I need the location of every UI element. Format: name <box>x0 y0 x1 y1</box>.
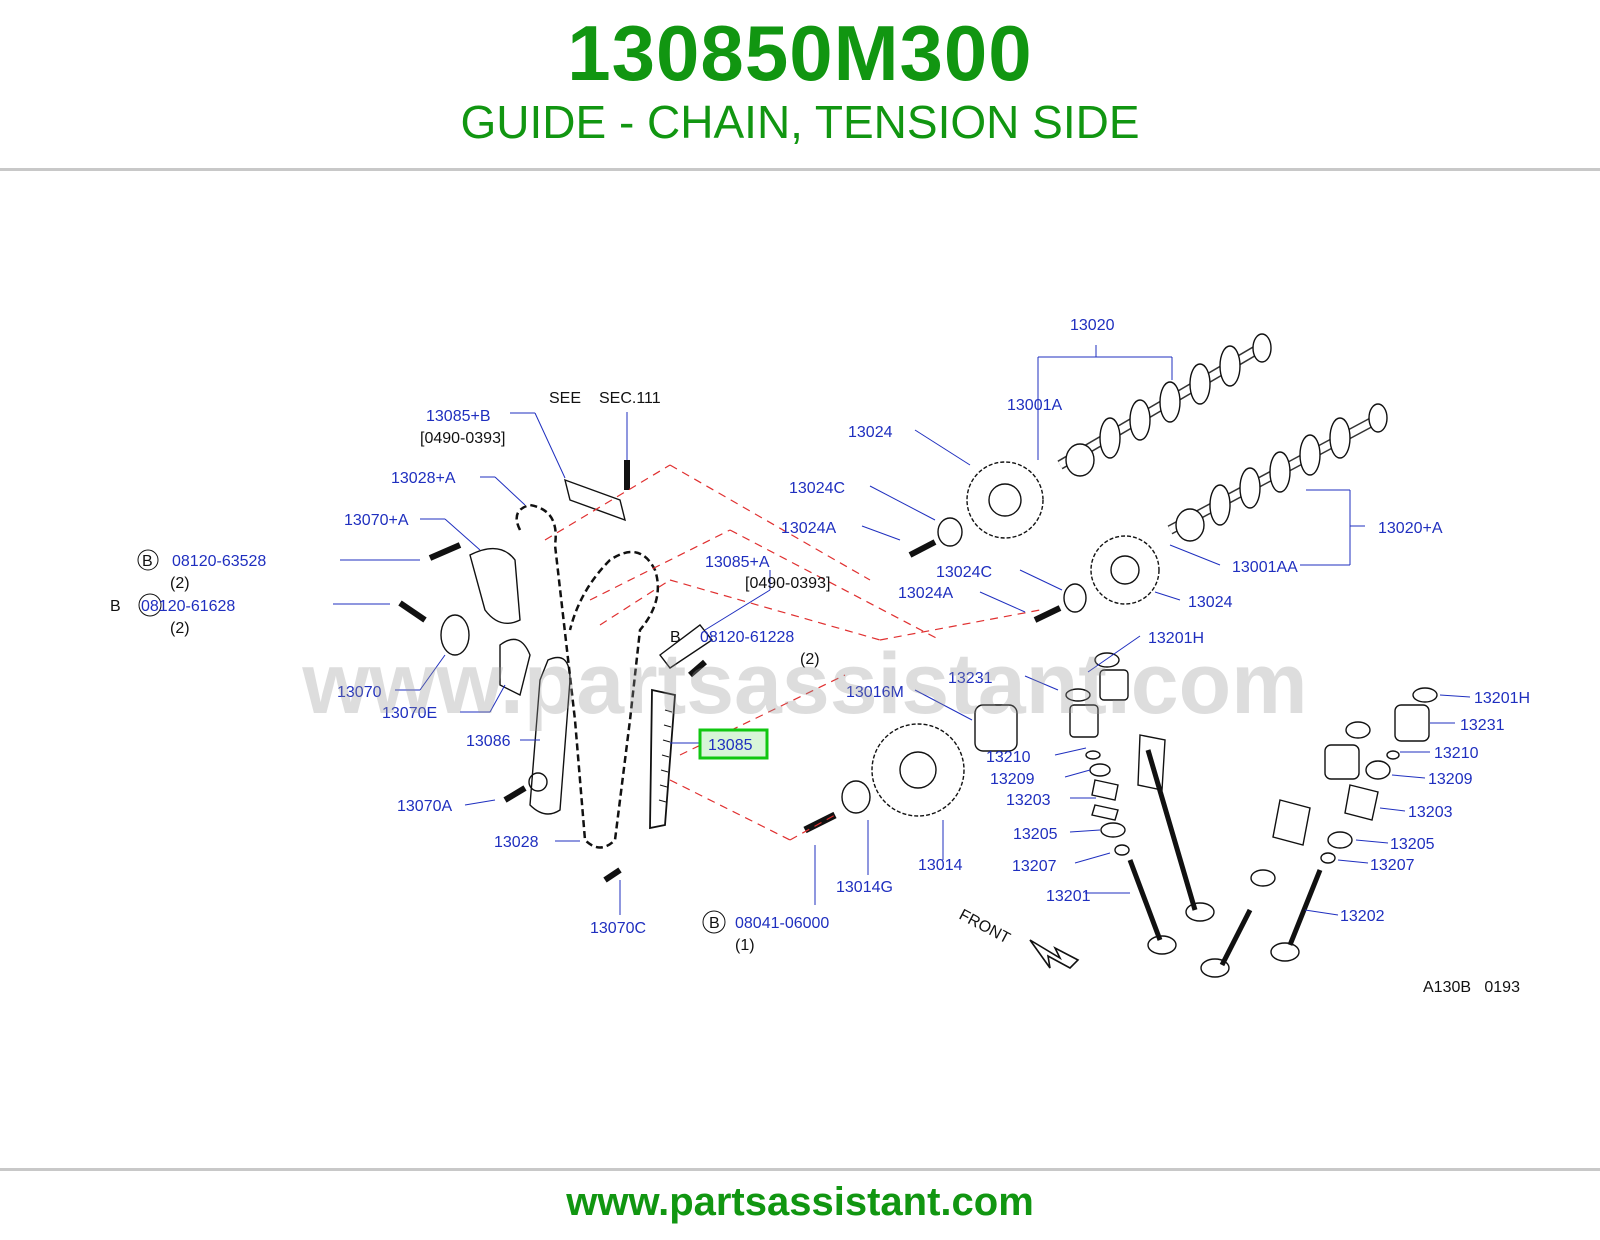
label-13203-b[interactable]: 13203 <box>1408 804 1453 821</box>
front-arrow-icon <box>1029 939 1080 969</box>
label-13231-b[interactable]: 13231 <box>1460 717 1505 734</box>
see-text: SEE <box>549 390 581 407</box>
b-markers <box>137 549 726 934</box>
chain-guide-tension-side <box>649 688 676 830</box>
label-13016m[interactable]: 13016M <box>846 684 904 701</box>
label-13205-a[interactable]: 13205 <box>1013 826 1058 843</box>
chain-guide-slack-side <box>529 656 571 815</box>
camshaft-upper <box>1057 333 1272 477</box>
label-08120-63528[interactable]: 08120-63528 <box>172 553 266 570</box>
label-13210-a[interactable]: 13210 <box>986 749 1031 766</box>
label-13028-plus-a[interactable]: 13028+A <box>391 470 456 487</box>
label-08120-61228-qty: (2) <box>800 651 820 668</box>
label-13001a[interactable]: 13001A <box>1007 397 1062 414</box>
b-marker-3: B <box>670 629 681 646</box>
label-13070a[interactable]: 13070A <box>397 798 452 815</box>
header-divider <box>0 168 1600 171</box>
footer-website-link[interactable]: www.partsassistant.com <box>566 1180 1034 1224</box>
label-13207-b[interactable]: 13207 <box>1370 857 1415 874</box>
label-13086[interactable]: 13086 <box>466 733 511 750</box>
label-13203-a[interactable]: 13203 <box>1006 792 1051 809</box>
label-13014g[interactable]: 13014G <box>836 879 893 896</box>
label-08041-06000[interactable]: 08041-06000 <box>735 915 829 932</box>
diagram-code: A130B 0193 <box>1423 979 1520 996</box>
cam-sprocket-lower <box>1090 535 1160 605</box>
sec-111-text[interactable]: SEC.111 <box>599 390 661 407</box>
b-marker-1: B <box>142 553 153 570</box>
b-marker-4: B <box>709 915 720 932</box>
label-13201h-a[interactable]: 13201H <box>1148 630 1204 647</box>
label-13024c-top[interactable]: 13024C <box>789 480 845 497</box>
label-13209-b[interactable]: 13209 <box>1428 771 1473 788</box>
front-text: FRONT <box>956 907 1013 948</box>
cam-sprocket-upper <box>966 461 1044 539</box>
label-08120-61228[interactable]: 08120-61228 <box>700 629 794 646</box>
label-13085-highlighted[interactable]: 13085 <box>708 737 753 754</box>
chain-guide-13085a <box>659 624 714 669</box>
valve-assembly-exhaust <box>1200 687 1438 978</box>
valve-assembly-intake <box>1065 652 1215 955</box>
label-13024-top[interactable]: 13024 <box>848 424 893 441</box>
label-13070[interactable]: 13070 <box>337 684 382 701</box>
label-13085-plus-b[interactable]: 13085+B <box>426 408 491 425</box>
parts-diagram: 13020 13001A 13024 13024C 13024A 13020+A… <box>0 300 1600 1040</box>
crank-sprocket <box>871 723 965 817</box>
label-13201[interactable]: 13201 <box>1046 888 1091 905</box>
label-13014[interactable]: 13014 <box>918 857 963 874</box>
label-13024a-top[interactable]: 13024A <box>781 520 836 537</box>
label-13024c-mid[interactable]: 13024C <box>936 564 992 581</box>
washer-13014g <box>841 780 871 814</box>
b-marker-2: B <box>110 598 121 615</box>
label-13085-plus-a[interactable]: 13085+A <box>705 554 770 571</box>
label-13201h-b[interactable]: 13201H <box>1474 690 1530 707</box>
label-13001aa[interactable]: 13001AA <box>1232 559 1298 576</box>
tensioner-13070 <box>440 614 470 656</box>
label-13207-a[interactable]: 13207 <box>1012 858 1057 875</box>
timing-chain <box>515 503 660 849</box>
parts-diagram-svg: 13020 13001A 13024 13024C 13024A 13020+A… <box>110 317 1530 996</box>
washer-13024c-mid <box>1063 583 1087 613</box>
label-13070e[interactable]: 13070E <box>382 705 437 722</box>
label-13085-plus-a-date: [0490-0393] <box>745 575 830 592</box>
label-13020-plus-a[interactable]: 13020+A <box>1378 520 1443 537</box>
label-13024a-mid[interactable]: 13024A <box>898 585 953 602</box>
page-header: 130850M300 GUIDE - CHAIN, TENSION SIDE <box>0 0 1600 170</box>
label-13202[interactable]: 13202 <box>1340 908 1385 925</box>
chain-tensioner <box>469 547 521 624</box>
label-13231-a[interactable]: 13231 <box>948 670 993 687</box>
label-13209-a[interactable]: 13209 <box>990 771 1035 788</box>
label-08041-06000-qty: (1) <box>735 937 755 954</box>
label-13085-plus-b-date: [0490-0393] <box>420 430 505 447</box>
bushing-13016m <box>974 704 1018 752</box>
label-13020[interactable]: 13020 <box>1070 317 1115 334</box>
label-13024-mid[interactable]: 13024 <box>1188 594 1233 611</box>
label-13028[interactable]: 13028 <box>494 834 539 851</box>
part-number-title: 130850M300 <box>567 9 1033 97</box>
washer-13024c-top <box>937 517 963 547</box>
label-13070-plus-a[interactable]: 13070+A <box>344 512 409 529</box>
label-13205-b[interactable]: 13205 <box>1390 836 1435 853</box>
label-13210-b[interactable]: 13210 <box>1434 745 1479 762</box>
gasket-13070e <box>499 638 531 697</box>
label-08120-61628[interactable]: 08120-61628 <box>141 598 235 615</box>
camshaft-lower <box>1167 403 1388 542</box>
label-08120-63528-qty: (2) <box>170 575 190 592</box>
footer-divider <box>0 1168 1600 1171</box>
part-name-subtitle: GUIDE - CHAIN, TENSION SIDE <box>460 96 1140 148</box>
label-08120-61628-qty: (2) <box>170 620 190 637</box>
highlight-box-13085 <box>698 728 769 760</box>
chain-guide-13085b <box>564 478 626 522</box>
label-13070c[interactable]: 13070C <box>590 920 646 937</box>
leader-lines <box>333 345 1471 916</box>
bolts <box>398 460 1062 883</box>
